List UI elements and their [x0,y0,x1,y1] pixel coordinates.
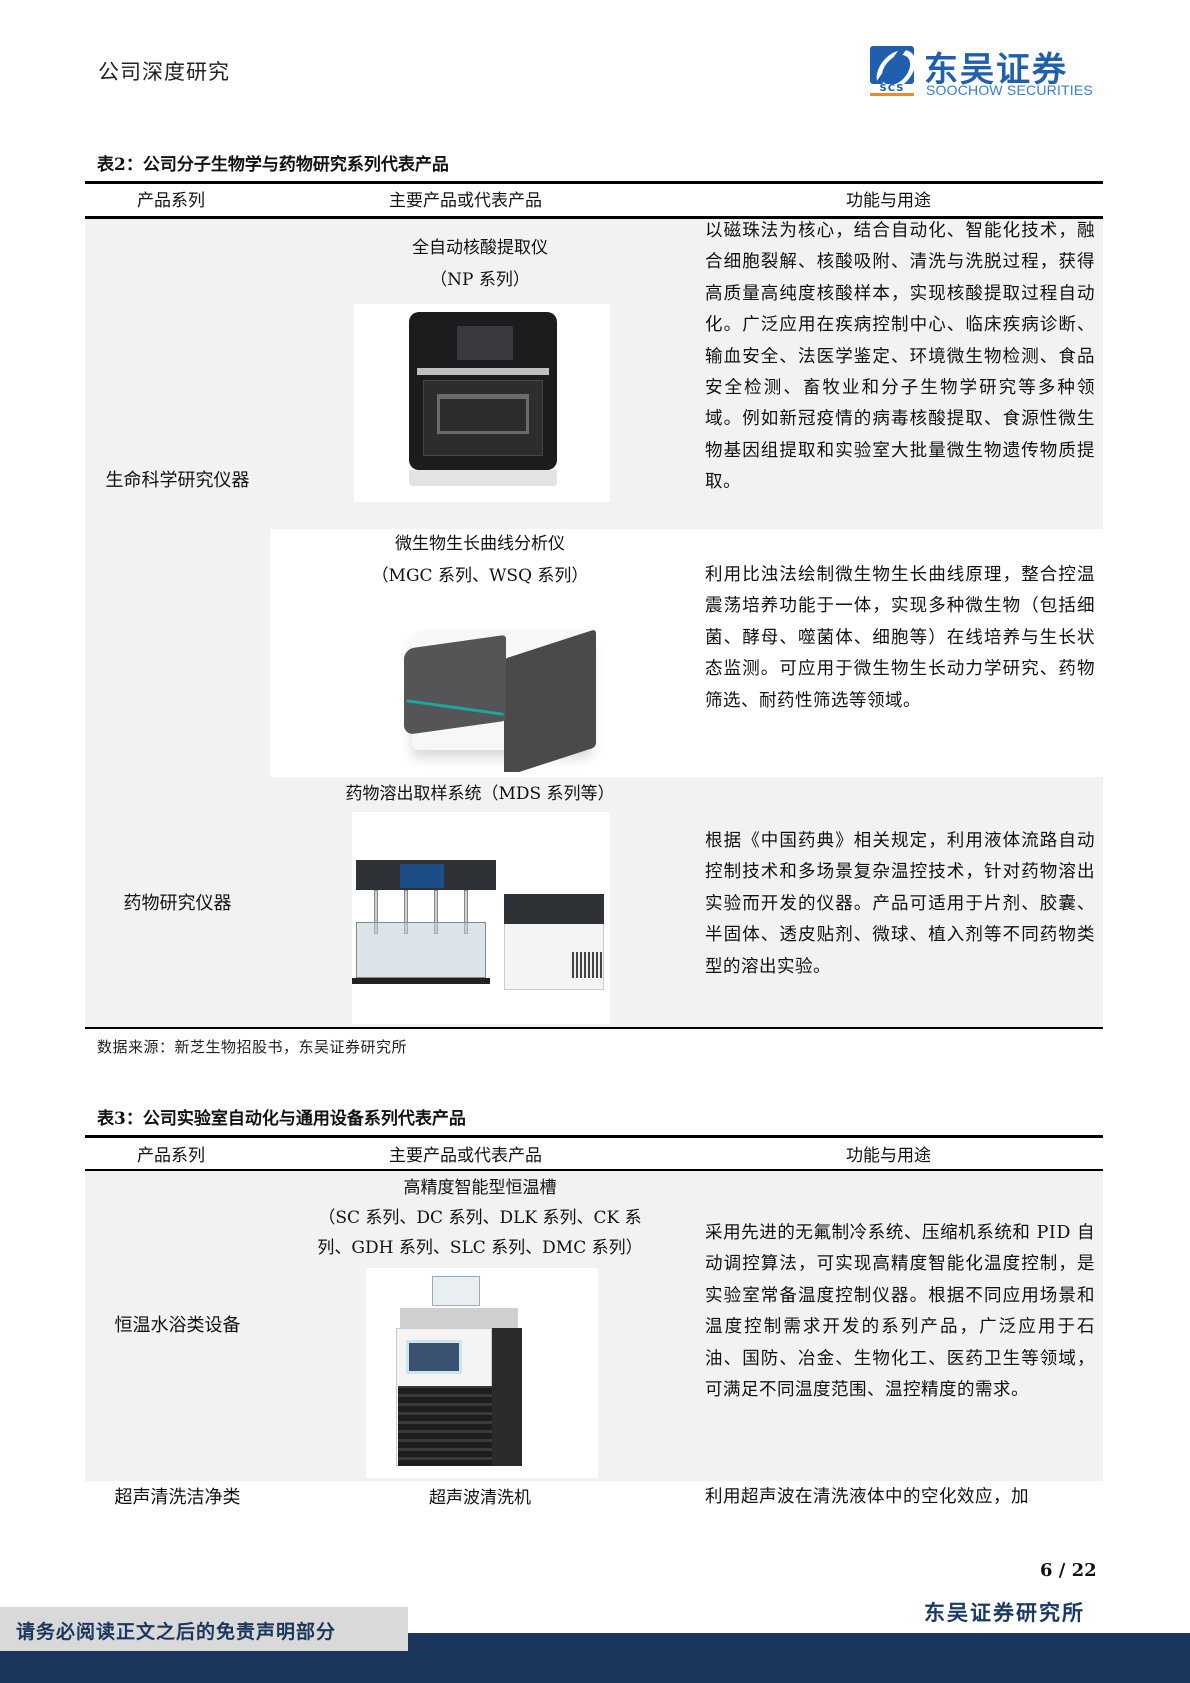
table2-series-drug-research: 药物研究仪器 [123,893,232,914]
description-mgc: 利用比浊法绘制微生物生长曲线原理，整合控温震荡培养功能于一体，实现多种微生物（包… [705,565,1095,711]
table3-caption: 表3：公司实验室自动化与通用设备系列代表产品 [97,1109,466,1129]
table2-col-product: 主要产品或代表产品 [389,191,542,211]
table2-col-series: 产品系列 [137,191,205,211]
disclaimer-box: 请务必阅读正文之后的免责声明部分 [0,1607,408,1651]
table3-header-rule [85,1169,1103,1171]
table2-source: 数据来源：新芝生物招股书，东吴证券研究所 [97,1038,408,1056]
description-ultrasonic: 利用超声波在清洗液体中的空化效应，加 [705,1487,1029,1507]
description-thermostat: 采用先进的无氟制冷系统、压缩机系统和 PID 自动调控算法，可实现高精度智能化温… [705,1223,1095,1401]
product-name-np: 全自动核酸提取仪 [412,238,548,258]
scs-logo-icon [870,46,914,84]
logo-name-cn: 东吴证券 [924,50,1068,90]
product-name-thermostat: 高精度智能型恒温槽 [403,1178,557,1198]
table2-bottom-rule [85,1027,1103,1029]
dissolution-sampling-system-image [352,812,610,1024]
table2-top-rule [85,181,1103,184]
product-name-mds: 药物溶出取样系统（MDS 系列等） [345,784,615,804]
logo-name-en: SOOCHOW SECURITIES [926,82,1093,98]
growth-curve-analyzer-image [352,600,610,772]
footer-org-name: 东吴证券研究所 [924,1600,1085,1625]
company-logo: SCS 东吴证券 SOOCHOW SECURITIES [868,44,1108,100]
product-model-np: （NP 系列） [430,270,530,290]
product-model-mgc: （MGC 系列、WSQ 系列） [371,566,589,586]
product-model-thermostat-2: 列、GDH 系列、SLC 系列、DMC 系列） [317,1238,643,1258]
product-name-mgc: 微生物生长曲线分析仪 [395,534,565,554]
table2-caption: 表2：公司分子生物学与药物研究系列代表产品 [97,155,449,175]
table3-col-product: 主要产品或代表产品 [389,1146,542,1166]
logo-scs-text: SCS [870,84,914,96]
product-name-ultrasonic: 超声波清洗机 [429,1488,531,1508]
table3-col-series: 产品系列 [137,1146,205,1166]
thermostatic-bath-image [366,1268,598,1478]
product-model-thermostat-1: （SC 系列、DC 系列、DLK 系列、CK 系 [318,1208,642,1228]
table3-series-water-bath: 恒温水浴类设备 [114,1315,241,1336]
table3-top-rule [85,1135,1103,1138]
description-mds: 根据《中国药典》相关规定，利用液体流路自动控制技术和多场景复杂温控技术，针对药物… [705,831,1095,977]
table3-col-function: 功能与用途 [846,1146,931,1166]
table2-col-function: 功能与用途 [846,191,931,211]
description-np: 以磁珠法为核心，结合自动化、智能化技术，融合细胞裂解、核酸吸附、清洗与洗脱过程，… [705,221,1095,493]
nucleic-acid-extractor-image [354,304,610,502]
table3-series-ultrasonic: 超声清洗洁净类 [114,1487,241,1508]
section-title: 公司深度研究 [98,60,230,84]
table2-header-rule [85,216,1103,219]
table2-row2-desc-bg [690,529,1103,777]
table2-series-life-science: 生命科学研究仪器 [105,470,250,491]
table2-row1-series-bg [85,529,270,777]
page-number: 6 / 22 [1040,1560,1097,1581]
disclaimer-text: 请务必阅读正文之后的免责声明部分 [16,1621,337,1643]
